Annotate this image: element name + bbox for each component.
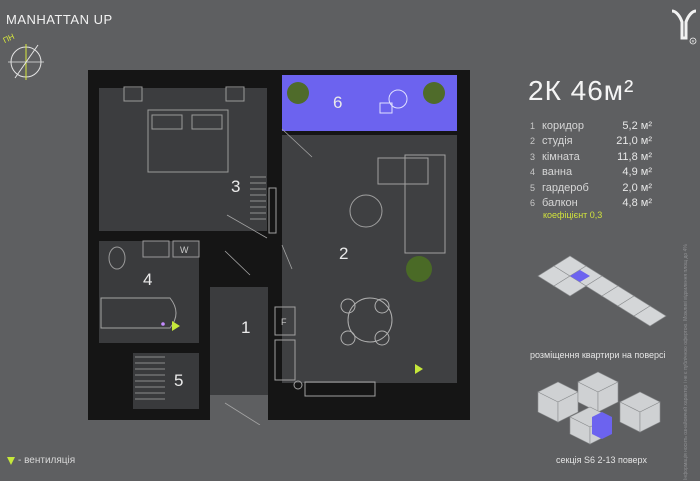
washing-machine — [172, 240, 200, 258]
side-disclaimer: Інформація носить ознайомчий характер і … — [683, 244, 689, 480]
fridge — [274, 306, 296, 336]
nightstand-right — [225, 86, 245, 102]
vent-marker-kitchen — [415, 364, 423, 374]
section-map — [537, 371, 661, 445]
plant-icon — [287, 82, 445, 282]
entrance-gap — [210, 395, 268, 420]
washer-label: W — [180, 245, 189, 255]
room-number-3: 3 — [231, 177, 240, 196]
apartment-highlight — [570, 270, 590, 282]
apartment-title: 2К 46м² — [528, 75, 635, 106]
bed — [147, 109, 229, 173]
vent-triangle-icon — [7, 456, 15, 465]
floor-location-map — [537, 255, 667, 327]
coffee-table — [349, 194, 383, 228]
pillow-left — [151, 114, 183, 130]
door-swings — [224, 128, 313, 425]
tv-stand — [268, 187, 277, 234]
fridge-label: F — [281, 317, 287, 327]
sofa-arm — [377, 157, 429, 185]
legend-label: - вентиляція — [18, 455, 76, 466]
kitchen-counter-bottom — [304, 381, 376, 397]
toilet — [108, 246, 126, 270]
room-number-5: 5 — [174, 371, 183, 390]
floor-location-caption: розміщення квартири на поверсі — [530, 350, 666, 360]
vent-marker-bath — [172, 321, 180, 331]
sink — [142, 240, 170, 258]
nightstand-left — [123, 86, 143, 102]
svg-text:R: R — [692, 39, 695, 44]
compass-icon — [8, 44, 44, 80]
balcony-chair — [388, 89, 408, 109]
room-number-4: 4 — [143, 270, 152, 289]
room-3-floor — [99, 88, 267, 231]
bath-drain — [161, 322, 165, 326]
sofa — [404, 154, 446, 254]
legend: - вентиляція — [7, 455, 75, 466]
wardrobe-rail — [250, 176, 266, 220]
kitchen-counter — [274, 339, 296, 381]
room-number-6: 6 — [333, 93, 342, 112]
room-2-floor — [282, 135, 457, 383]
pillow-right — [191, 114, 223, 130]
dining-table — [347, 297, 393, 343]
room-number-1: 1 — [241, 318, 250, 337]
room-1-floor — [210, 287, 268, 409]
room-number-2: 2 — [339, 244, 348, 263]
bathtub — [100, 297, 177, 329]
section-caption: секція S6 2-13 поверх — [556, 455, 647, 465]
floor-plan: W F 1 2 3 4 5 6 — [88, 70, 470, 425]
brand-title: MANHATTAN UP — [6, 12, 113, 27]
closet-rail — [135, 356, 165, 400]
section-highlight — [592, 412, 612, 439]
coefficient-note: коефіцієнт 0,3 — [543, 210, 603, 220]
logo-icon: R — [671, 9, 697, 45]
